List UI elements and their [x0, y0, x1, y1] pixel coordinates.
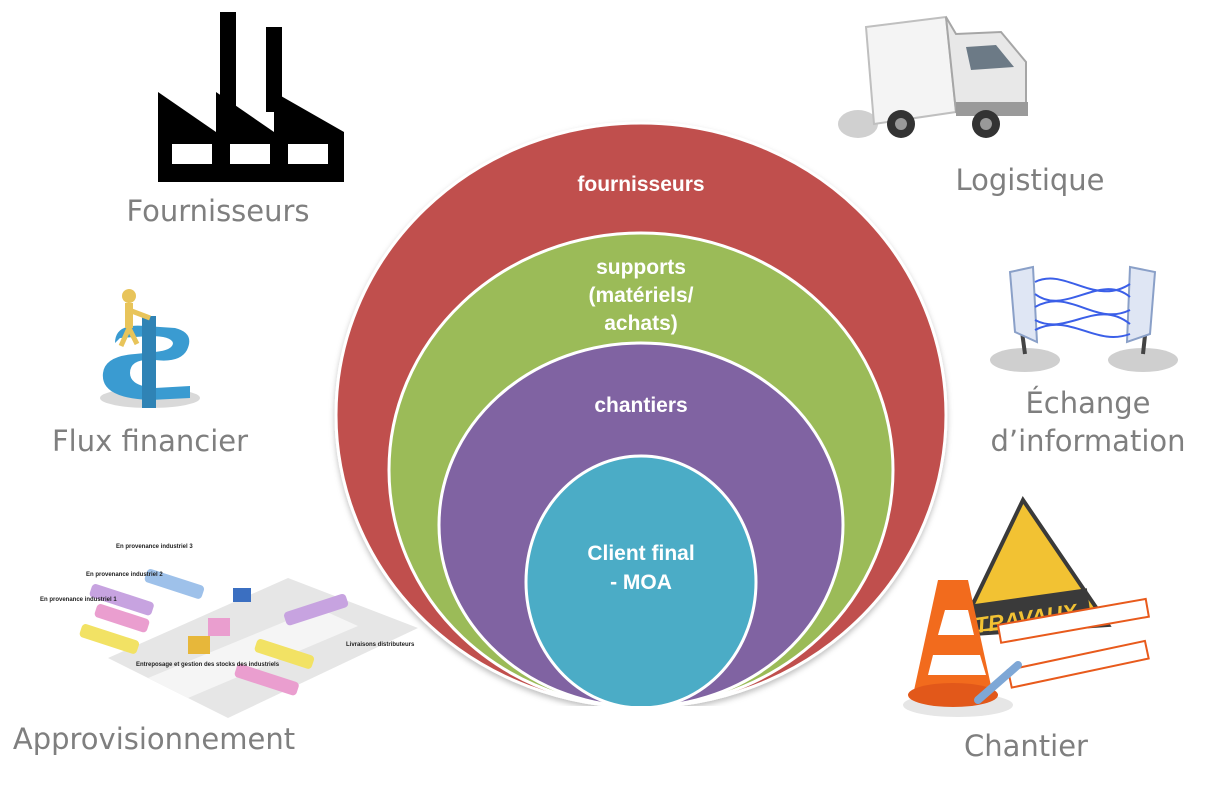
supply-label-2: En provenance industriel 2 — [86, 572, 163, 578]
caption-echange-line2: d’information — [990, 424, 1186, 458]
supply-label-3: En provenance industriel 1 — [40, 597, 117, 603]
factory-icon — [158, 12, 344, 182]
caption-logistique: Logistique — [955, 163, 1105, 197]
ring-second-label-line3: achats) — [604, 312, 678, 335]
supply-label-5: Entreposage et gestion des stocks des in… — [136, 662, 280, 668]
ring-second-label-line2: (matériels/ — [588, 284, 693, 307]
supply-label-4: Livraisons distributeurs — [346, 642, 415, 648]
caption-fournisseurs: Fournisseurs — [126, 194, 310, 228]
ring-core-label-line2: - MOA — [610, 571, 672, 594]
caption-echange-line1: Échange — [1025, 386, 1151, 420]
supply-label-1: En provenance industriel 3 — [116, 544, 193, 550]
caption-flux-financier: Flux financier — [51, 424, 249, 458]
finance-icon — [100, 289, 200, 408]
supply-chain-icon: En provenance industriel 3 En provenance… — [40, 544, 418, 718]
caption-chantier: Chantier — [964, 729, 1088, 763]
information-exchange-icon — [990, 265, 1178, 372]
ring-third-label: chantiers — [594, 394, 687, 417]
truck-icon — [838, 15, 1028, 138]
ring-second-label-line1: supports — [596, 256, 686, 279]
ring-outer-label: fournisseurs — [577, 173, 704, 196]
ring-core-label-line1: Client final — [587, 542, 694, 565]
construction-icon: TRAVAUX — [903, 496, 1151, 717]
caption-approvisionnement: Approvisionnement — [12, 722, 296, 756]
